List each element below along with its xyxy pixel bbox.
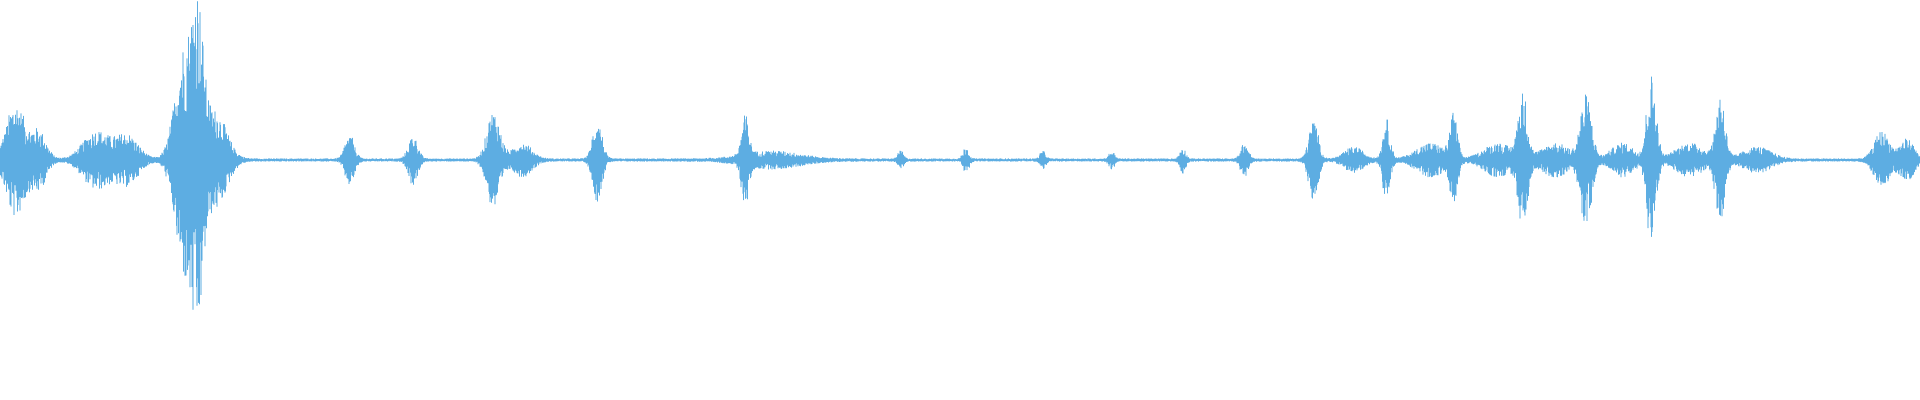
waveform-samples [0,1,1920,310]
waveform-path [0,1,1920,310]
